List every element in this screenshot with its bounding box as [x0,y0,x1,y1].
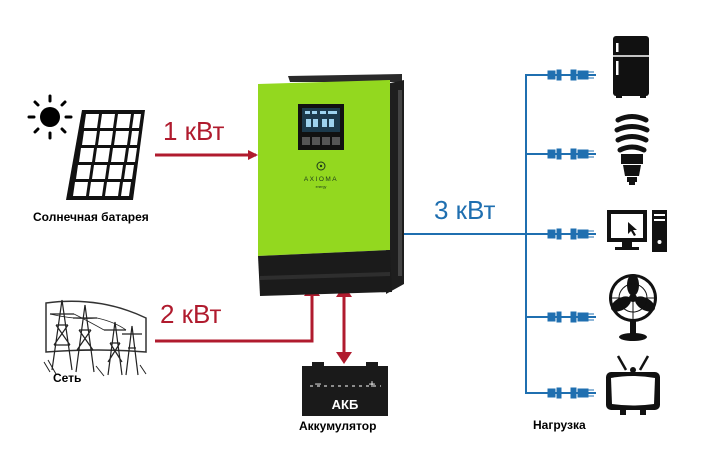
fridge-icon [613,36,649,98]
computer-icon [607,210,667,252]
output-power-value: 3 кВт [434,195,496,225]
inverter-unit: AXIOMA energy [258,74,404,296]
solar-panel-icon [66,110,145,200]
battery-label: Аккумулятор [299,419,377,433]
svg-text:+: + [368,377,375,391]
battery-tag: АКБ [332,397,359,412]
plug-icon [547,311,594,323]
inverter-brand: AXIOMA [304,176,338,183]
svg-text:−: − [314,377,321,391]
sun-icon [27,94,73,140]
battery-icon: − + АКБ [302,362,388,416]
grid-label: Сеть [53,371,82,385]
grid-power-value: 2 кВт [160,299,222,329]
load-label: Нагрузка [533,418,586,432]
lamp-icon [614,114,650,185]
tv-icon [606,355,660,415]
plug-icon [547,228,594,240]
plug-icon [547,69,594,81]
plug-icon [547,387,594,399]
solar-power-value: 1 кВт [163,116,225,146]
fan-icon [609,274,657,341]
plug-icon [547,148,594,160]
axioma-logo-icon [316,161,326,171]
solar-label: Солнечная батарея [33,210,149,224]
power-grid-icon [43,299,147,377]
battery-link-arrow [336,285,352,364]
inverter-brand-sub: energy [316,185,327,189]
